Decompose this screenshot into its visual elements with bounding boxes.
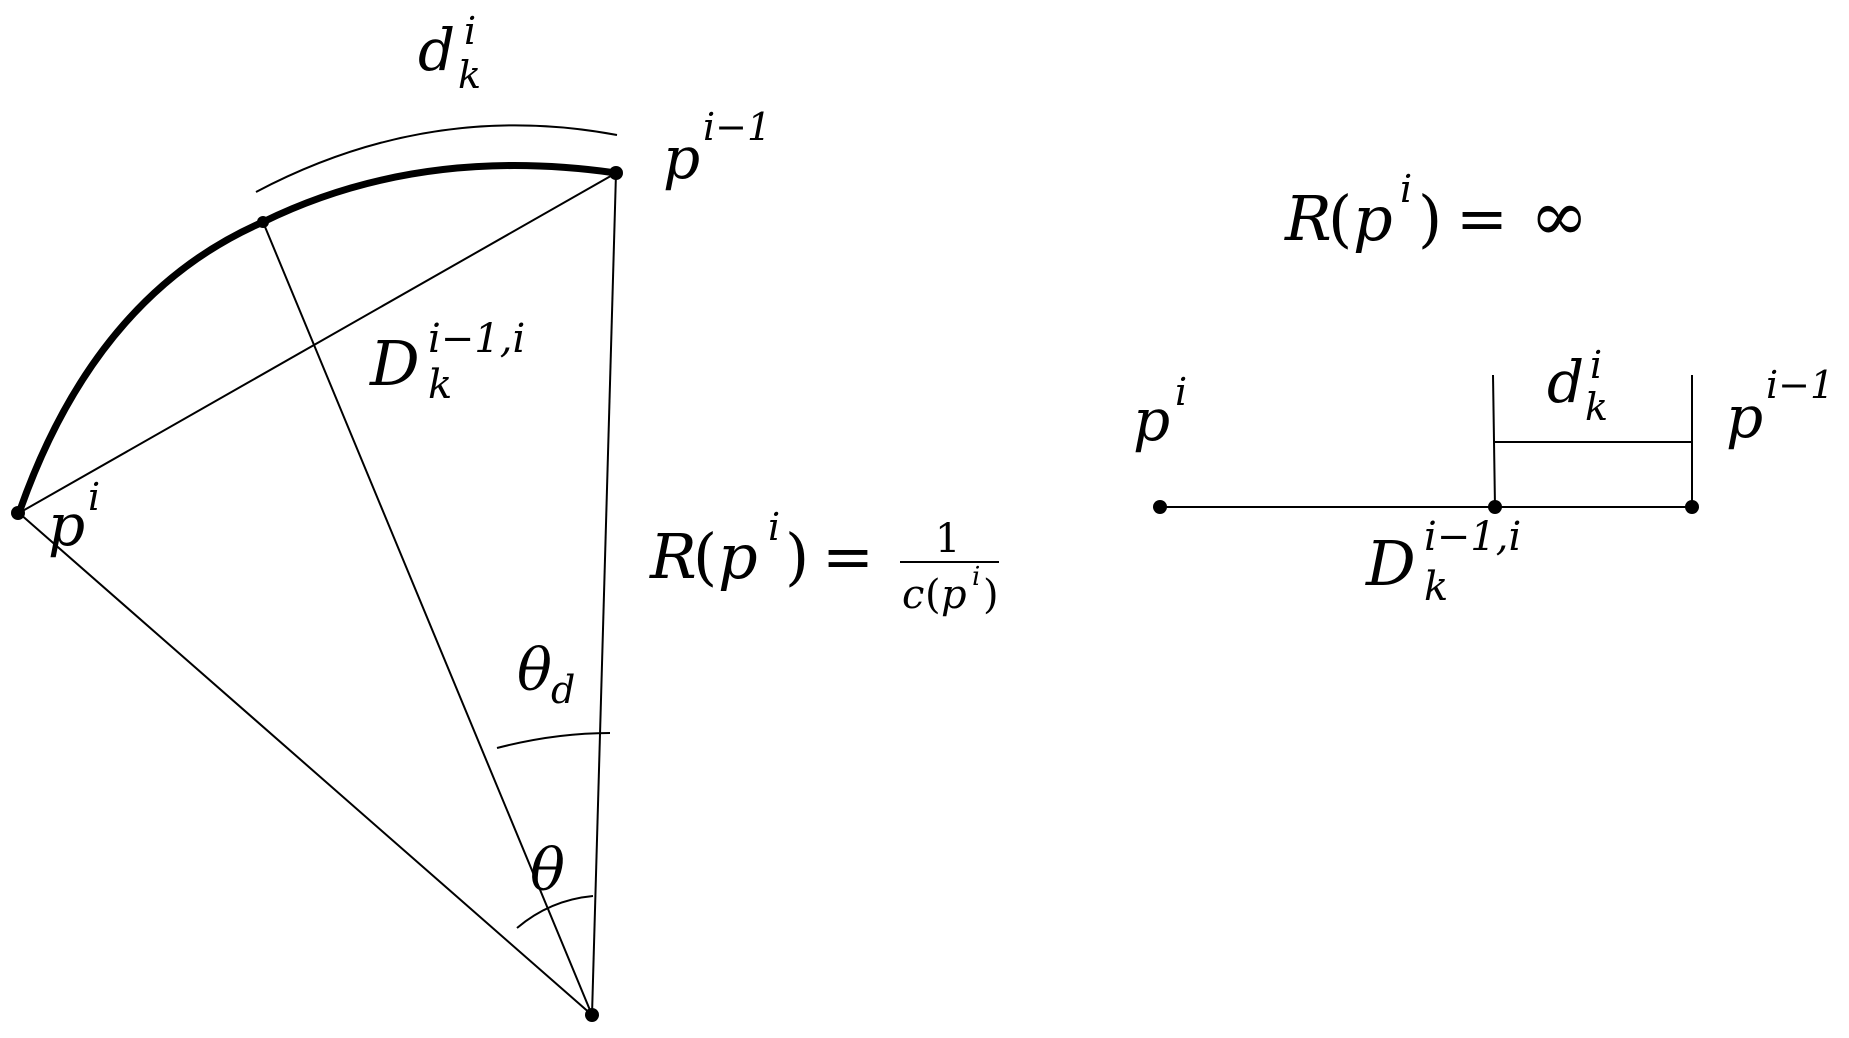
- label-p-i-right: p i: [1133, 370, 1187, 454]
- right-diagram-straight-case: R ( p i ) = ∞ p i d i k: [1133, 167, 1834, 610]
- arc-length-indicator: [255, 124, 618, 193]
- svg-text:p: p: [1726, 383, 1763, 451]
- label-p-i-minus-1-right: p i−1: [1726, 363, 1834, 451]
- svg-text:i−1: i−1: [1766, 363, 1834, 407]
- svg-text:=: =: [1456, 182, 1508, 255]
- svg-text:i: i: [768, 505, 780, 549]
- svg-text:i: i: [1590, 343, 1602, 387]
- radius-formula: R ( p i ) = 1 c ( p i ): [649, 505, 999, 618]
- svg-text:R: R: [1284, 182, 1332, 255]
- point-p-i-right: [1153, 500, 1167, 514]
- angle-arc-theta: [516, 895, 594, 929]
- point-p-i-minus-1: [609, 166, 623, 180]
- svg-text:i: i: [1175, 370, 1187, 414]
- svg-text:k: k: [1585, 385, 1608, 429]
- svg-text:R: R: [649, 520, 697, 593]
- svg-text:i−1,i: i−1,i: [428, 316, 525, 362]
- svg-text:c: c: [902, 572, 924, 618]
- svg-text:p: p: [1353, 182, 1393, 255]
- svg-text:): ): [1418, 182, 1442, 255]
- svg-text:i: i: [464, 9, 476, 53]
- point-intermediate-right: [1488, 500, 1502, 514]
- left-diagram-curved-case: d i k p i−1 D i−1,i k p i R ( p i ) = 1: [11, 9, 999, 1022]
- label-theta: θ: [530, 836, 565, 904]
- svg-text:d: d: [1547, 348, 1584, 416]
- svg-text:): ): [785, 520, 809, 593]
- svg-text:k: k: [458, 53, 481, 97]
- radius-line-p-i-minus-1: [591, 172, 617, 1016]
- label-chord-left: D i−1,i k: [369, 316, 525, 408]
- svg-text:i: i: [1400, 167, 1412, 211]
- radius-line-intermediate: [262, 221, 593, 1016]
- svg-text:p: p: [1133, 386, 1170, 454]
- point-p-i-minus-1-right: [1685, 500, 1699, 514]
- label-theta-d: θ d: [517, 636, 575, 712]
- radius-line-p-i: [18, 512, 593, 1016]
- angle-arc-theta-d: [496, 732, 611, 749]
- svg-text:θ: θ: [517, 636, 552, 704]
- point-center: [585, 1008, 599, 1022]
- svg-text:D: D: [369, 327, 420, 400]
- label-p-i-minus-1-left: p i−1: [663, 105, 771, 192]
- svg-text:k: k: [1424, 564, 1448, 610]
- svg-text:d: d: [551, 668, 575, 712]
- label-chord-right: D i−1,i k: [1365, 514, 1521, 610]
- svg-text:d: d: [418, 16, 455, 84]
- chord-line: [18, 172, 617, 514]
- svg-text:(: (: [1328, 182, 1352, 255]
- svg-text:(: (: [693, 520, 717, 593]
- svg-text:p: p: [48, 491, 85, 559]
- label-p-i-left: p i: [48, 475, 100, 559]
- svg-text:i−1: i−1: [703, 105, 771, 149]
- infinite-radius-formula: R ( p i ) = ∞: [1284, 167, 1588, 257]
- svg-text:i: i: [88, 475, 100, 519]
- svg-text:p: p: [718, 520, 758, 593]
- svg-text:θ: θ: [530, 836, 565, 904]
- svg-text:): ): [983, 572, 999, 618]
- svg-text:∞: ∞: [1530, 175, 1588, 257]
- svg-text:D: D: [1365, 527, 1416, 600]
- svg-text:i−1,i: i−1,i: [1424, 514, 1521, 560]
- svg-text:=: =: [822, 520, 874, 593]
- svg-text:(: (: [925, 572, 941, 618]
- point-intermediate: [257, 216, 269, 228]
- svg-text:p: p: [663, 124, 700, 192]
- svg-text:1: 1: [935, 516, 960, 562]
- label-arc-length-left: d i k: [418, 9, 481, 97]
- svg-text:i: i: [972, 562, 980, 592]
- svg-text:k: k: [428, 362, 452, 408]
- point-p-i: [11, 506, 25, 520]
- svg-text:p: p: [941, 572, 967, 618]
- label-arc-length-right: d i k: [1547, 343, 1608, 429]
